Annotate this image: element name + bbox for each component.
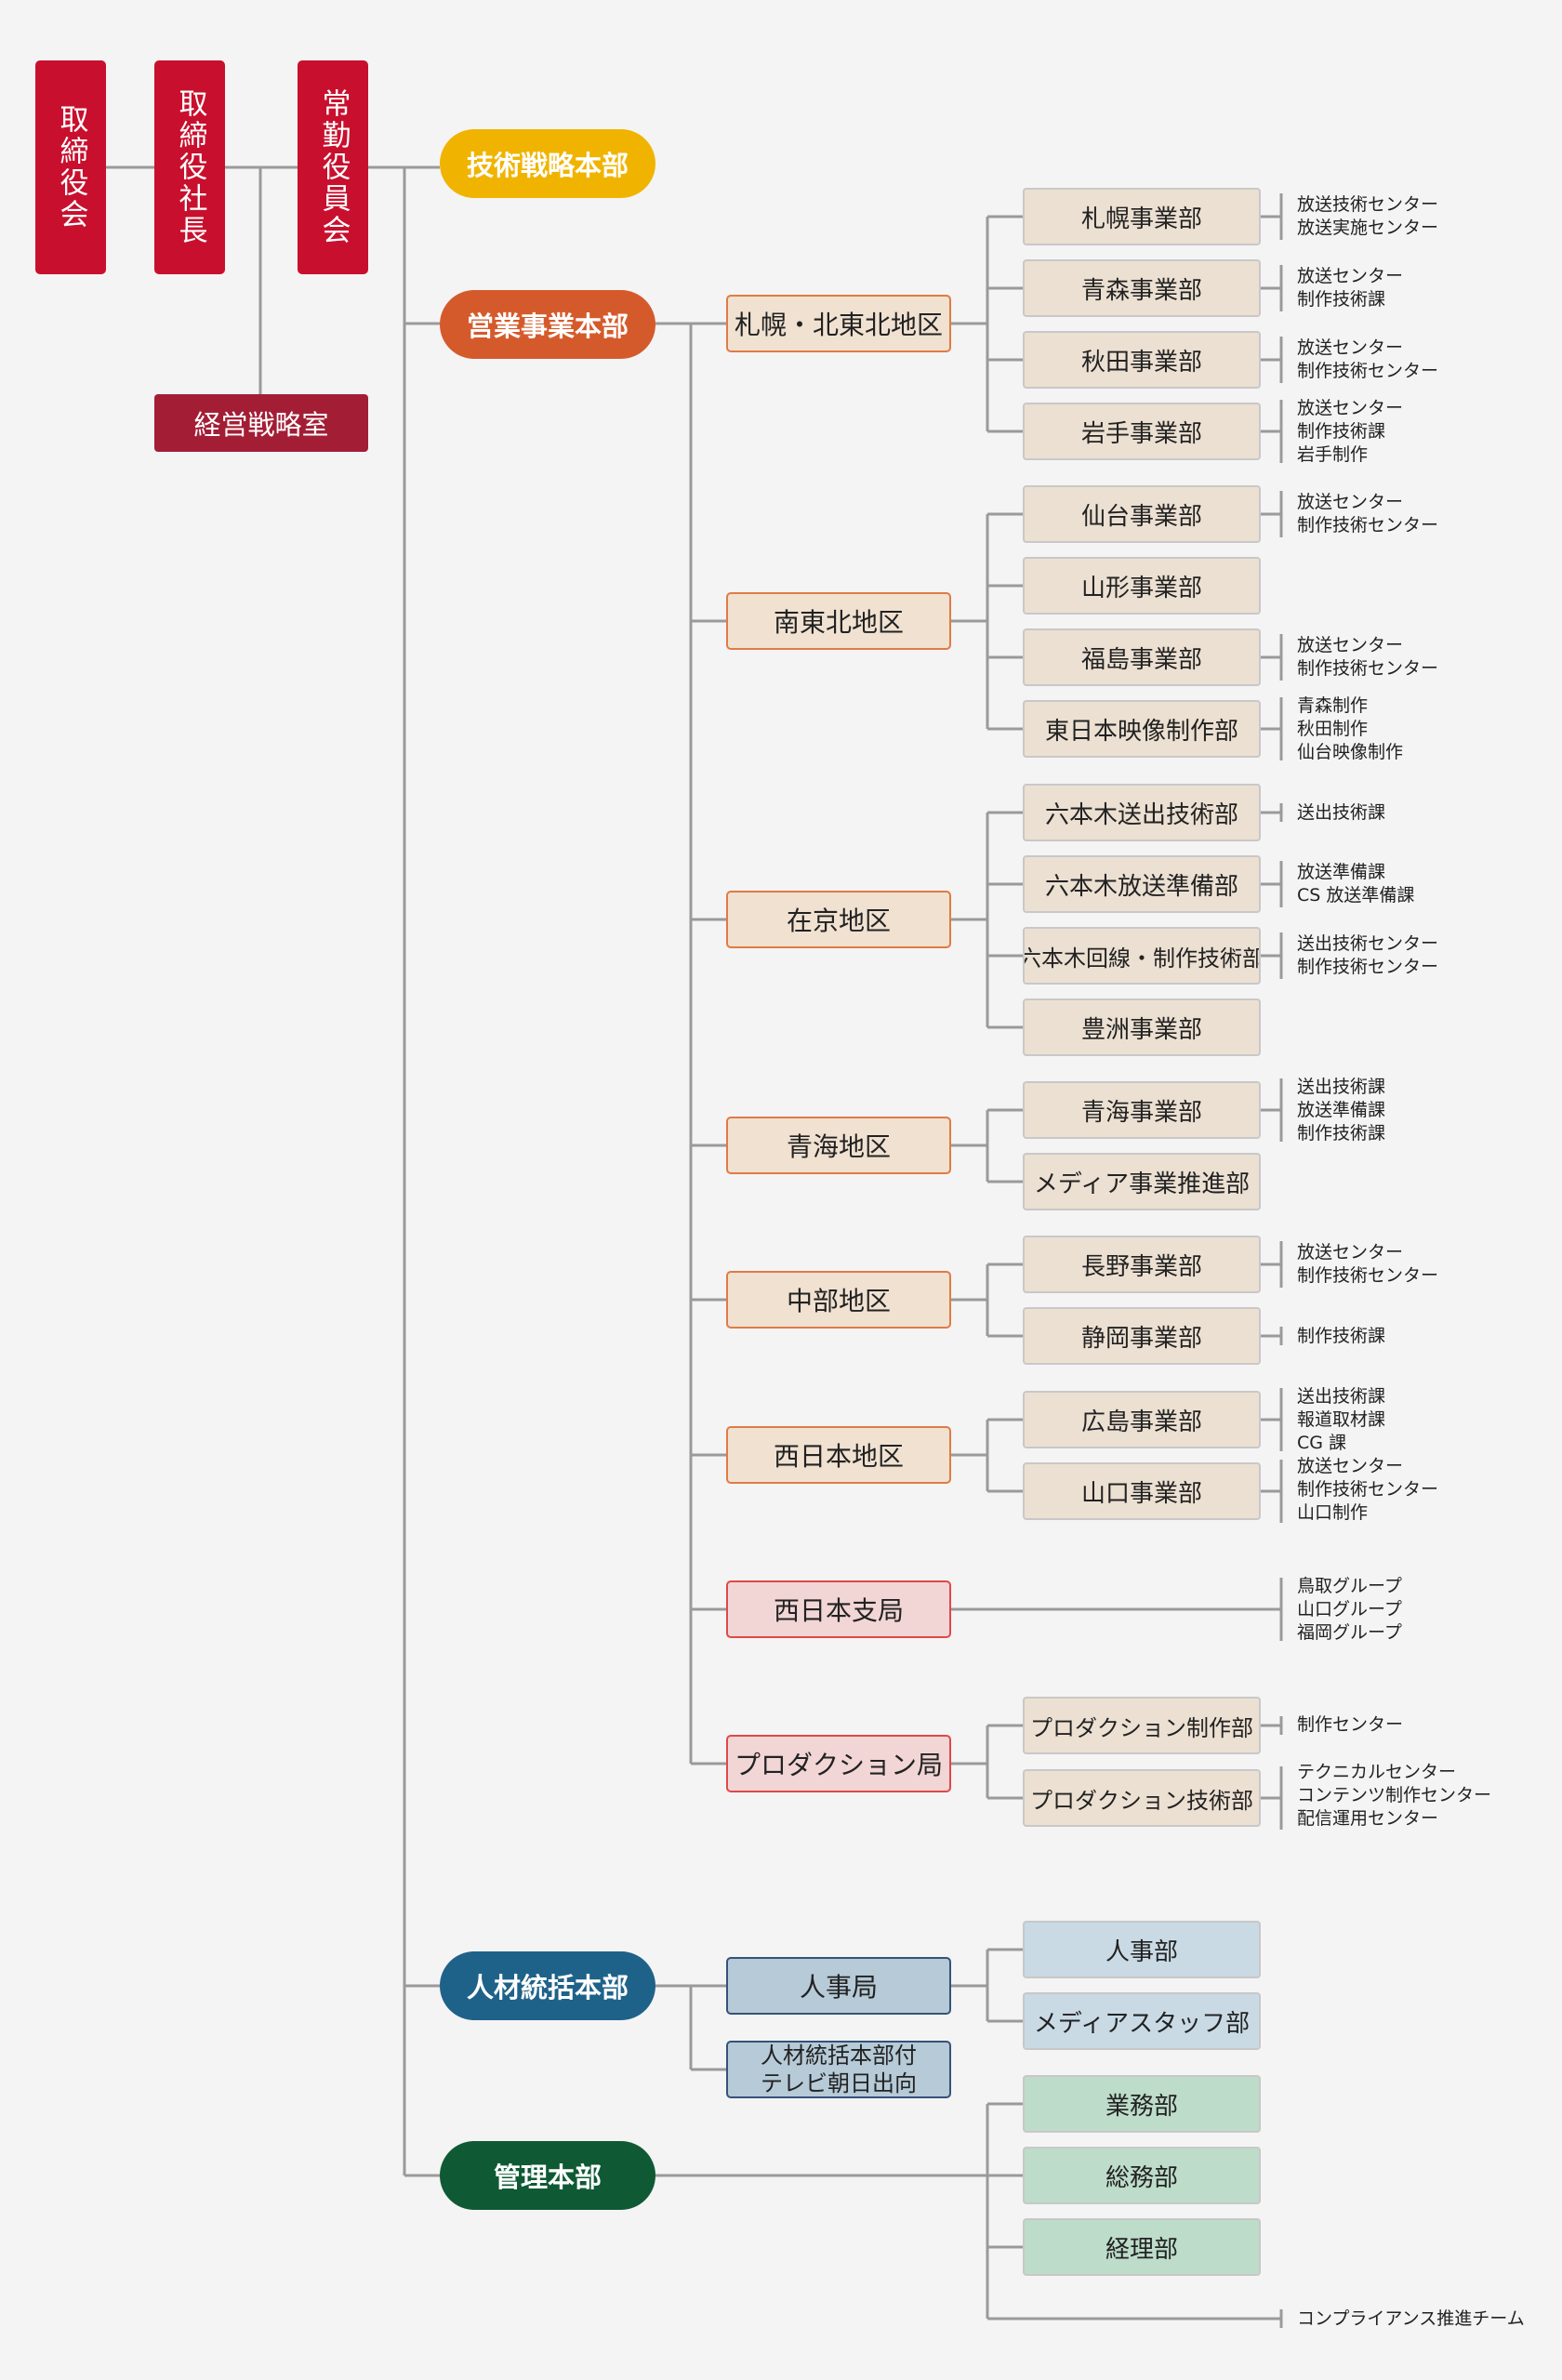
production-technology-units: テクニカルセンターコンテンツ制作センター配信運用センター [1297, 1762, 1492, 1829]
production-bureau: プロダクション局 [726, 1735, 951, 1792]
west-japan-branch-groups: 鳥取グループ山口グループ福岡グループ [1297, 1576, 1402, 1643]
district-chubu: 中部地区 [726, 1271, 951, 1329]
dept-accounting: 経理部 [1023, 2218, 1261, 2276]
hr-attached-line2: テレビ朝日出向 [761, 2070, 917, 2096]
president: 取締役社長 [154, 60, 225, 274]
dept-production-creation: プロダクション制作部 [1023, 1697, 1261, 1754]
dept-nagano: 長野事業部 [1023, 1236, 1261, 1293]
nagano-units: 放送センター制作技術センター [1297, 1242, 1439, 1286]
yamaguchi-units: 放送センター制作技術センター山口制作 [1297, 1456, 1439, 1523]
dept-fukushima: 福島事業部 [1023, 628, 1261, 686]
sapporo-units: 放送技術センター放送実施センター [1297, 194, 1439, 238]
dept-aomori: 青森事業部 [1023, 259, 1261, 317]
dept-general-affairs: 総務部 [1023, 2147, 1261, 2204]
production-creation-units: 制作センター [1297, 1714, 1404, 1735]
dept-roppongi-line-production: 六本木回線・制作技術部 [1023, 927, 1261, 985]
district-west-japan: 西日本地区 [726, 1426, 951, 1484]
dept-sendai: 仙台事業部 [1023, 485, 1261, 543]
hr-attached-line1: 人材統括本部付 [761, 2043, 917, 2069]
sales-business-hq: 営業事業本部 [440, 290, 655, 359]
aomori-units: 放送センター制作技術課 [1297, 266, 1404, 310]
hr-attached-box: 人材統括本部付 テレビ朝日出向 [726, 2041, 951, 2098]
roppongi-line-units: 送出技術センター制作技術センター [1297, 933, 1439, 977]
dept-hiroshima: 広島事業部 [1023, 1391, 1261, 1448]
dept-roppongi-transmission: 六本木送出技術部 [1023, 784, 1261, 841]
iwate-units: 放送センター制作技術課岩手制作 [1297, 398, 1404, 465]
west-japan-branch: 西日本支局 [726, 1580, 951, 1638]
district-south-tohoku: 南東北地区 [726, 592, 951, 650]
dept-aomi: 青海事業部 [1023, 1081, 1261, 1139]
dept-sapporo: 札幌事業部 [1023, 188, 1261, 245]
dept-operations: 業務部 [1023, 2075, 1261, 2133]
dept-personnel: 人事部 [1023, 1921, 1261, 1978]
dept-shizuoka: 静岡事業部 [1023, 1307, 1261, 1365]
admin-hq: 管理本部 [440, 2141, 655, 2210]
dept-roppongi-broadcast-prep: 六本木放送準備部 [1023, 855, 1261, 913]
dept-media-staff: メディアスタッフ部 [1023, 1992, 1261, 2050]
executive-committee: 常勤役員会 [298, 60, 368, 274]
dept-east-japan-video: 東日本映像制作部 [1023, 700, 1261, 758]
akita-units: 放送センター制作技術センター [1297, 337, 1439, 381]
tech-strategy-hq: 技術戦略本部 [440, 129, 655, 198]
dept-iwate: 岩手事業部 [1023, 403, 1261, 460]
board-of-directors: 取締役会 [35, 60, 106, 274]
district-aomi: 青海地区 [726, 1117, 951, 1174]
dept-akita: 秋田事業部 [1023, 331, 1261, 389]
district-tokyo: 在京地区 [726, 891, 951, 948]
district-sapporo-north-tohoku: 札幌・北東北地区 [726, 295, 951, 352]
east-japan-video-units: 青森制作秋田制作仙台映像制作 [1297, 695, 1404, 762]
compliance-team: コンプライアンス推進チーム [1297, 2308, 1525, 2329]
dept-production-technology: プロダクション技術部 [1023, 1769, 1261, 1827]
hr-hq: 人材統括本部 [440, 1951, 655, 2020]
roppongi-transmission-units: 送出技術課 [1297, 802, 1386, 823]
sendai-units: 放送センター制作技術センター [1297, 492, 1439, 536]
strategy-office: 経営戦略室 [154, 394, 368, 452]
dept-yamagata: 山形事業部 [1023, 557, 1261, 615]
dept-media-business: メディア事業推進部 [1023, 1153, 1261, 1210]
hr-bureau: 人事局 [726, 1957, 951, 2015]
shizuoka-units: 制作技術課 [1297, 1326, 1386, 1346]
dept-toyosu: 豊洲事業部 [1023, 998, 1261, 1056]
dept-yamaguchi: 山口事業部 [1023, 1462, 1261, 1520]
fukushima-units: 放送センター制作技術センター [1297, 635, 1439, 679]
aomi-units: 送出技術課放送準備課制作技術課 [1297, 1077, 1386, 1144]
